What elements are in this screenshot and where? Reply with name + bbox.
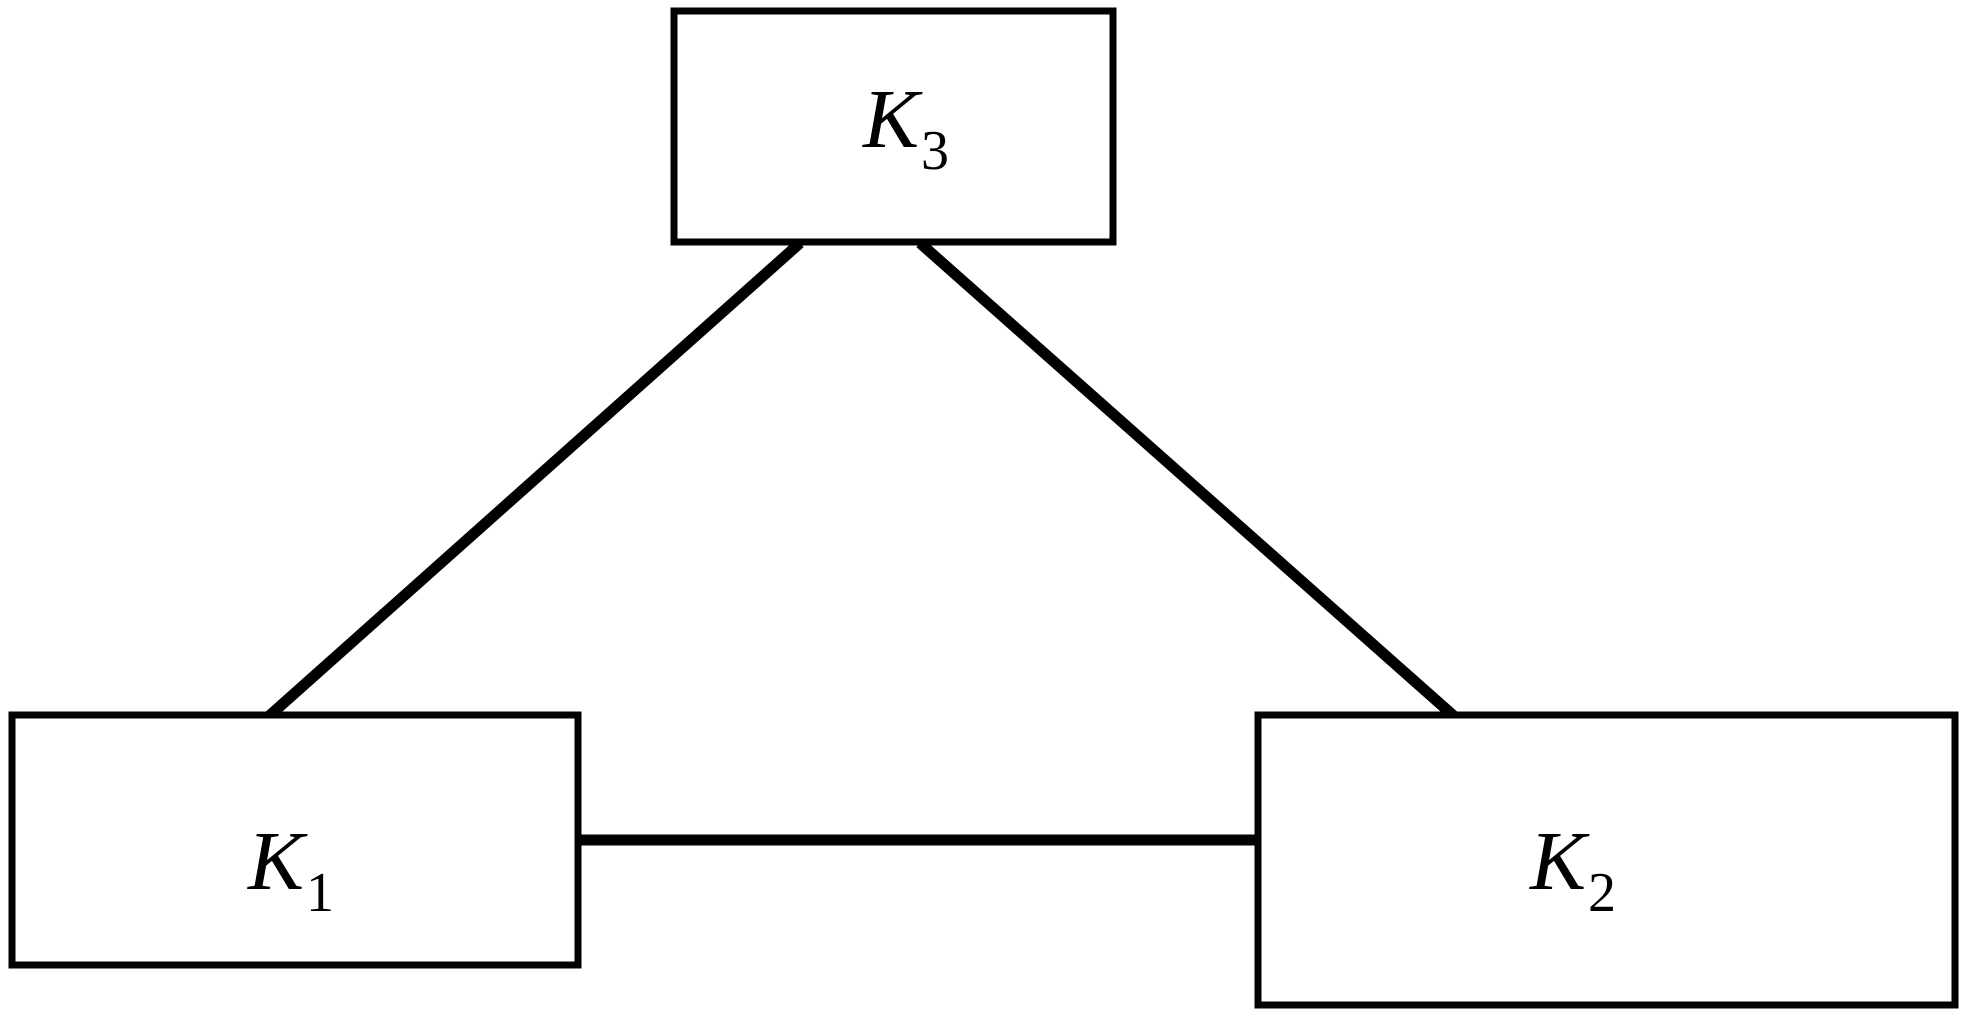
node-box-k2[interactable] [1254,711,1959,1009]
node-label-k3-subscript: 3 [921,120,950,182]
node-label-k2: K2 [1530,820,1616,922]
node-label-k1-subscript: 1 [306,862,335,924]
edge-k3-k1 [264,238,804,722]
node-label-k2-subscript: 2 [1588,862,1617,924]
node-label-k3-base: K [862,73,920,166]
edge-k3-k2 [916,238,1459,722]
node-box-k1[interactable] [8,711,582,969]
node-box-k3[interactable] [670,7,1117,246]
node-label-k2-base: K [1529,815,1587,908]
node-label-k3: K3 [863,78,949,180]
node-label-k1-base: K [247,815,305,908]
node-label-k1: K1 [248,820,334,922]
